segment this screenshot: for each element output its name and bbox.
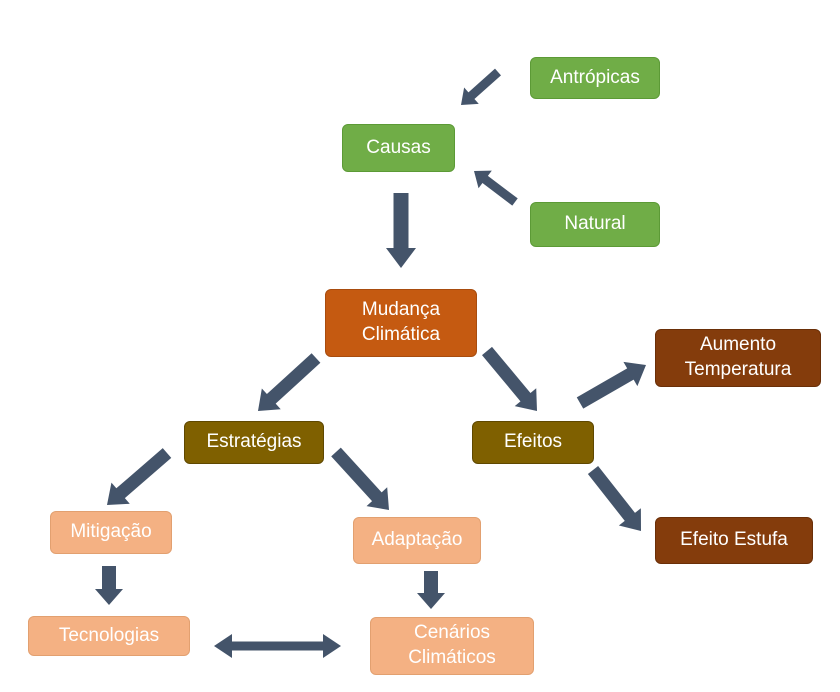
arrow-tecnologias-cenarios (214, 634, 341, 658)
arrow-efeitos-to-aumento (576, 361, 646, 409)
node-adaptacao: Adaptação (353, 517, 481, 564)
arrow-causas-to-mudanca (386, 193, 416, 268)
node-antropicas: Antrópicas (530, 57, 660, 99)
node-cenarios-climaticos: Cenários Climáticos (370, 617, 534, 675)
node-tecnologias: Tecnologias (28, 616, 190, 656)
arrow-mudanca-to-estrategias (257, 353, 321, 412)
arrow-natural-to-causas (473, 170, 518, 206)
node-efeito-estufa: Efeito Estufa (655, 517, 813, 564)
node-estrategias: Estratégias (184, 421, 324, 464)
node-aumento-temperatura: Aumento Temperatura (655, 329, 821, 387)
arrow-estrategias-to-mitigacao (106, 448, 172, 506)
arrow-mitigacao-to-tecnologias (95, 566, 123, 605)
node-mitigacao: Mitigação (50, 511, 172, 554)
node-causas: Causas (342, 124, 455, 172)
arrow-mudanca-to-efeitos (482, 346, 537, 411)
arrow-efeitos-to-efeito-estufa (587, 465, 641, 531)
arrow-antropicas-to-causas (460, 68, 501, 105)
arrow-adaptacao-to-cenarios (417, 571, 445, 609)
node-natural: Natural (530, 202, 660, 247)
node-mudanca-climatica: Mudança Climática (325, 289, 477, 357)
node-efeitos: Efeitos (472, 421, 594, 464)
arrow-estrategias-to-adaptacao (331, 447, 390, 511)
